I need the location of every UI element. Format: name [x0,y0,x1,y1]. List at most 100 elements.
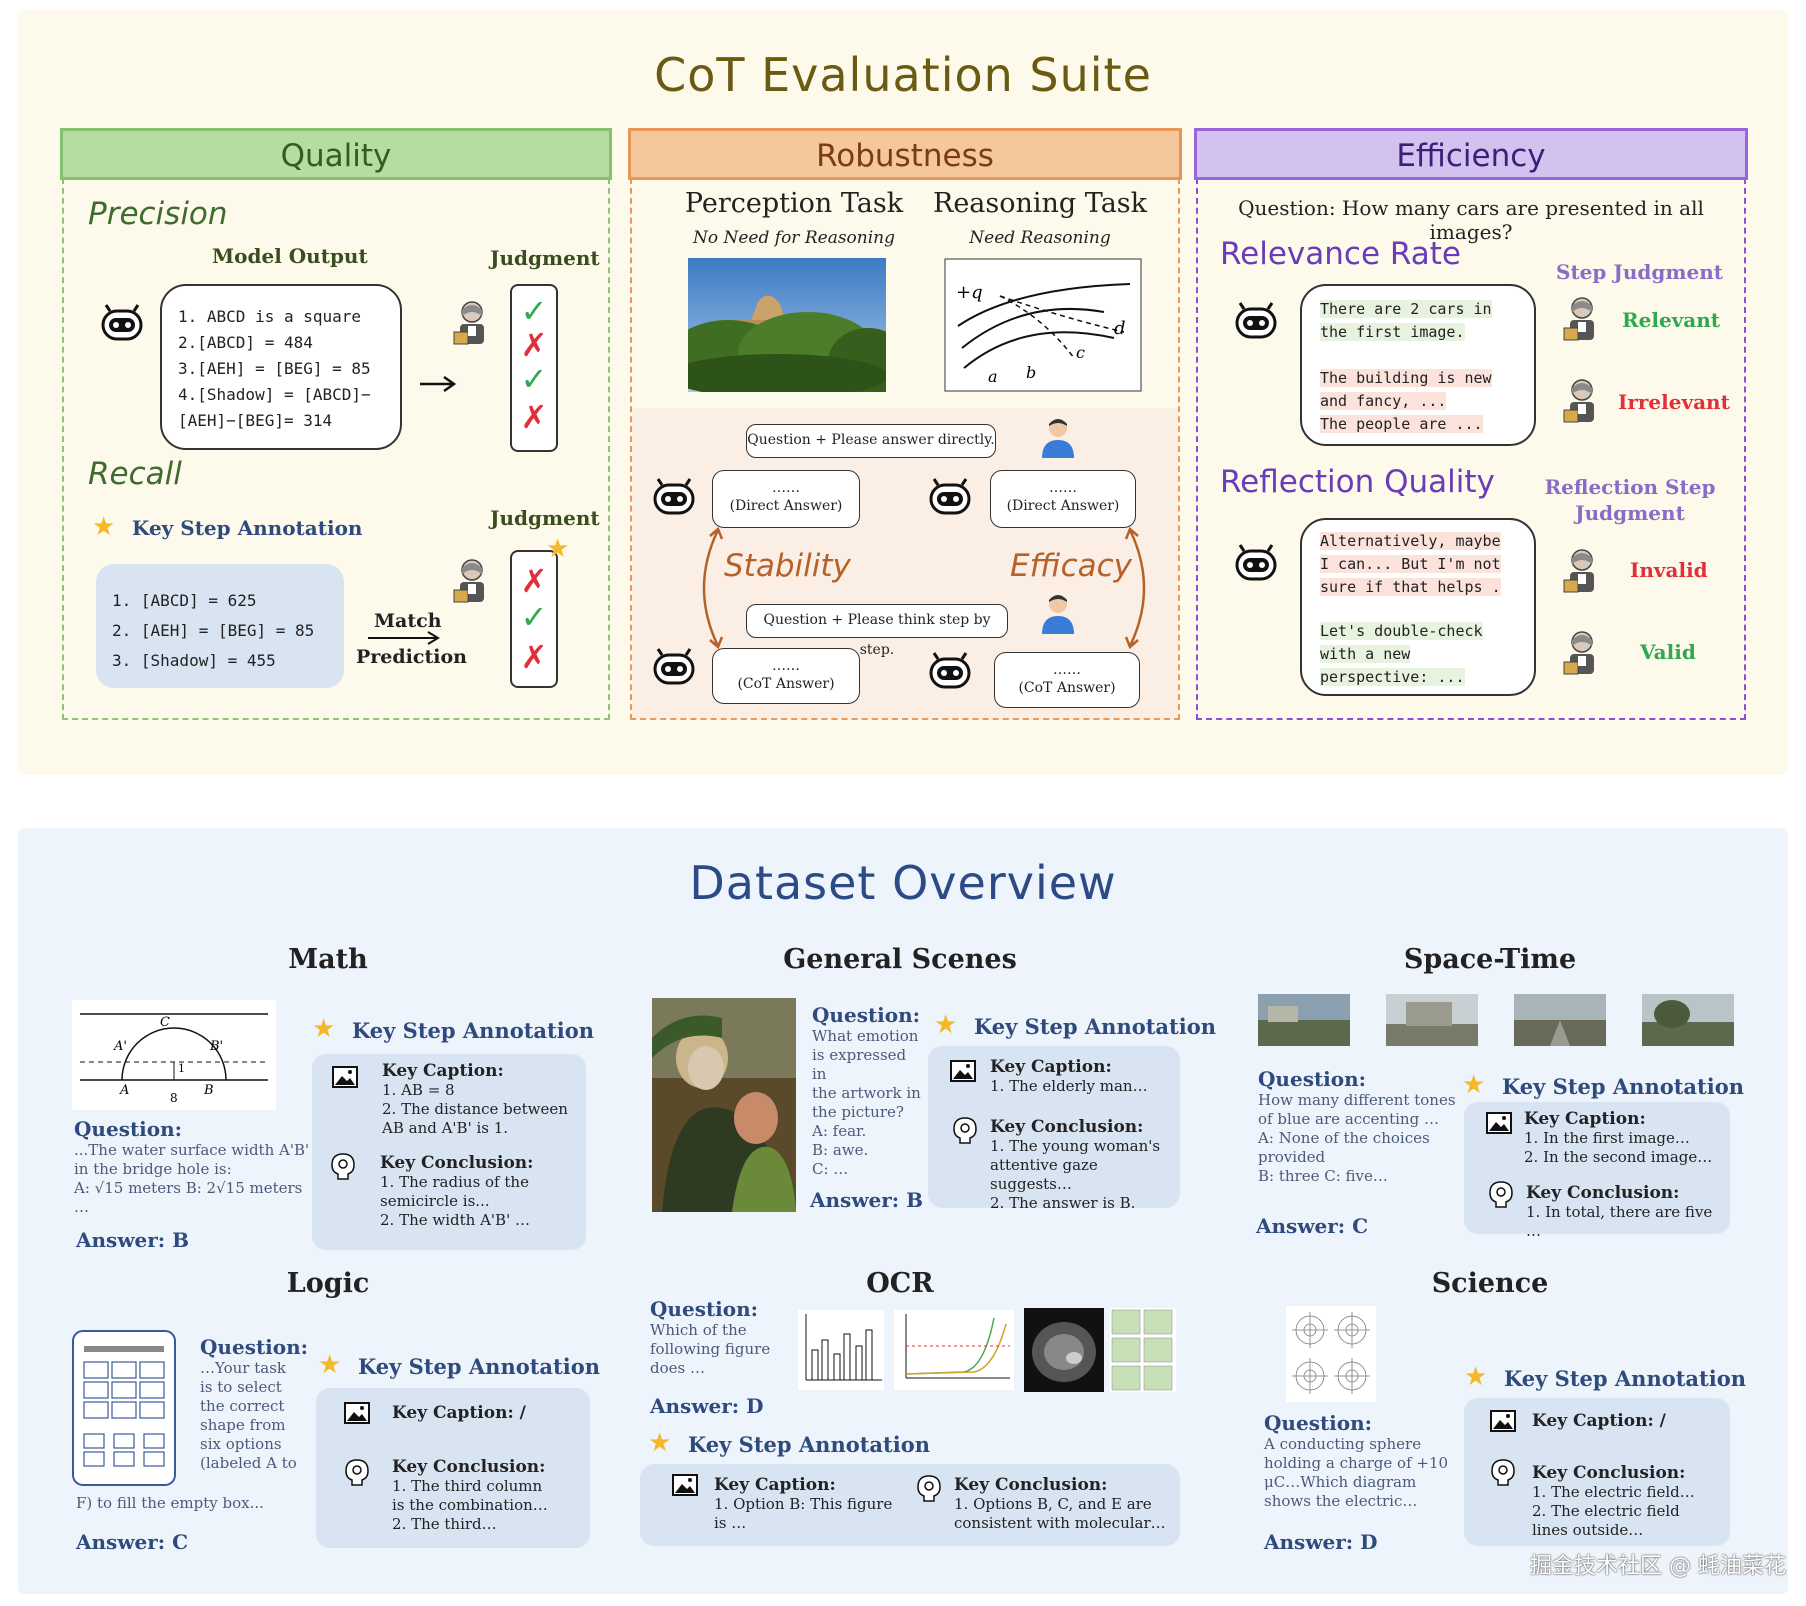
question-label: Question: [200,1335,309,1359]
ellipsis-text: …… [1049,480,1077,496]
stability-label: Stability [724,548,851,584]
conclusion-line: is the combination… [392,1496,548,1514]
science-key-conclusion: Key Conclusion:1. The electric field…2. … [1532,1464,1724,1540]
fig-label: A' [113,1039,127,1054]
question-label: Question: [650,1297,759,1321]
star-icon: ★ [312,1014,336,1044]
ocr-ksa-box [640,1464,1180,1546]
output-line: [AEH]−[BEG]= 314 [178,411,333,430]
fig-label: 8 [170,1091,178,1105]
image-icon [1486,1112,1512,1134]
image-icon [950,1060,976,1082]
logic-key-caption: Key Caption: / [392,1404,582,1423]
reflection-bubble: Alternatively, maybe I can... But I'm no… [1300,518,1536,696]
spacetime-title: Space-Time [1403,944,1577,975]
question-line: is to select [200,1378,282,1396]
check-icon: ✓ [520,360,548,398]
output-line: 1. ABCD is a square [178,307,362,326]
question-line: How many different tones [1258,1091,1456,1109]
judge-icon [453,559,484,603]
model-output-label: Model Output [212,244,368,268]
question-line: of blue are accenting … [1258,1110,1439,1128]
question-line: is expressed in [812,1046,907,1083]
robot-icon [929,478,971,515]
star-icon: ★ [934,1010,958,1040]
brain-icon [953,1117,977,1144]
conclusion-line: 2. The answer is B. [990,1194,1136,1212]
robot-icon [929,652,971,689]
question-direct-bubble: Question + Please answer directly. [746,424,996,458]
key-step-annotation-label: Key Step Annotation [132,516,363,540]
ct-scan-thumbnail [1024,1308,1104,1392]
conclusion-line: consistent with molecular… [954,1514,1166,1532]
question-label: Question: [74,1117,183,1141]
star-icon: ★ [318,1350,342,1380]
annotation-line: 1. [ABCD] = 625 [112,591,257,610]
reasoning-task-sub: Need Reasoning [969,228,1111,248]
question-cot-text: Question + Please think step by step. [763,612,991,658]
question-cot-bubble: Question + Please think step by step. [746,604,1008,658]
question-line: six options [200,1435,282,1453]
relevance-rate-heading: Relevance Rate [1220,236,1461,272]
judge-icon [1563,297,1594,341]
plot-grid-thumbnail [1110,1308,1176,1392]
question-direct-text: Question + Please answer directly. [747,432,995,448]
science-title: Science [1431,1268,1549,1299]
fig-label: A [119,1083,129,1098]
ellipsis-text: …… [1053,662,1081,678]
reasoning-task-title: Reasoning Task [932,188,1148,219]
question-line: …Your task [200,1359,286,1377]
question-line: A: √15 meters B: 2√15 meters [74,1179,303,1197]
user-icon [1042,419,1074,458]
question-line: B: awe. [812,1141,869,1159]
svg-text:b: b [1026,363,1036,382]
key-caption-label: Key Caption: / [392,1403,526,1423]
direct-answer-text: (Direct Answer) [1006,498,1120,514]
image-icon [344,1402,370,1424]
math-answer: Answer: B [76,1228,190,1252]
conclusion-line: 1. The radius of the [380,1173,529,1191]
reflection-line: with a new [1320,645,1411,663]
fig-label: B' [209,1039,223,1054]
question-line: A conducting sphere [1264,1435,1422,1453]
check-icon: ✓ [520,598,548,636]
efficacy-label: Efficacy [1010,548,1133,584]
question-line: (labeled A to [200,1454,297,1472]
suite-title: CoT Evaluation Suite [654,48,1152,102]
conclusion-line: 1. In total, there are five … [1526,1203,1713,1240]
user-icon [1042,595,1074,634]
question-line: … [74,1198,89,1216]
question-line: Which of the [650,1321,747,1339]
match-label: Match [374,610,442,632]
math-question: Question:...The water surface width A'B'… [74,1117,314,1217]
irrelevant-label: Irrelevant [1618,390,1730,414]
math-title: Math [288,944,368,975]
question-label: Question: [1258,1067,1367,1091]
arrow-right-icon [368,631,440,645]
prediction-label: Prediction [356,646,467,668]
reflection-line: sure if that helps . [1320,578,1501,596]
model-output-bubble: 1. ABCD is a square 2.[ABCD] = 484 3.[AE… [160,284,402,450]
robustness-header: Robustness [628,128,1182,180]
ocr-ksa-title: Key Step Annotation [688,1432,930,1457]
precision-heading: Precision [88,196,228,232]
step-judgment-label: Step Judgment [1556,260,1723,284]
annotation-line: 3. [Shadow] = 455 [112,651,276,670]
star-icon: ★ [1464,1362,1488,1392]
annotation-line: 2. [AEH] = [BEG] = 85 [112,621,315,640]
direct-answer-bubble: ……(Direct Answer) [712,470,860,528]
cot-answer-bubble: ……(CoT Answer) [994,652,1140,708]
fig-label: B [203,1083,214,1098]
fig-label: 1 [178,1062,185,1075]
robot-icon [1235,302,1277,339]
caption-line: 2. The distance between [382,1100,568,1118]
